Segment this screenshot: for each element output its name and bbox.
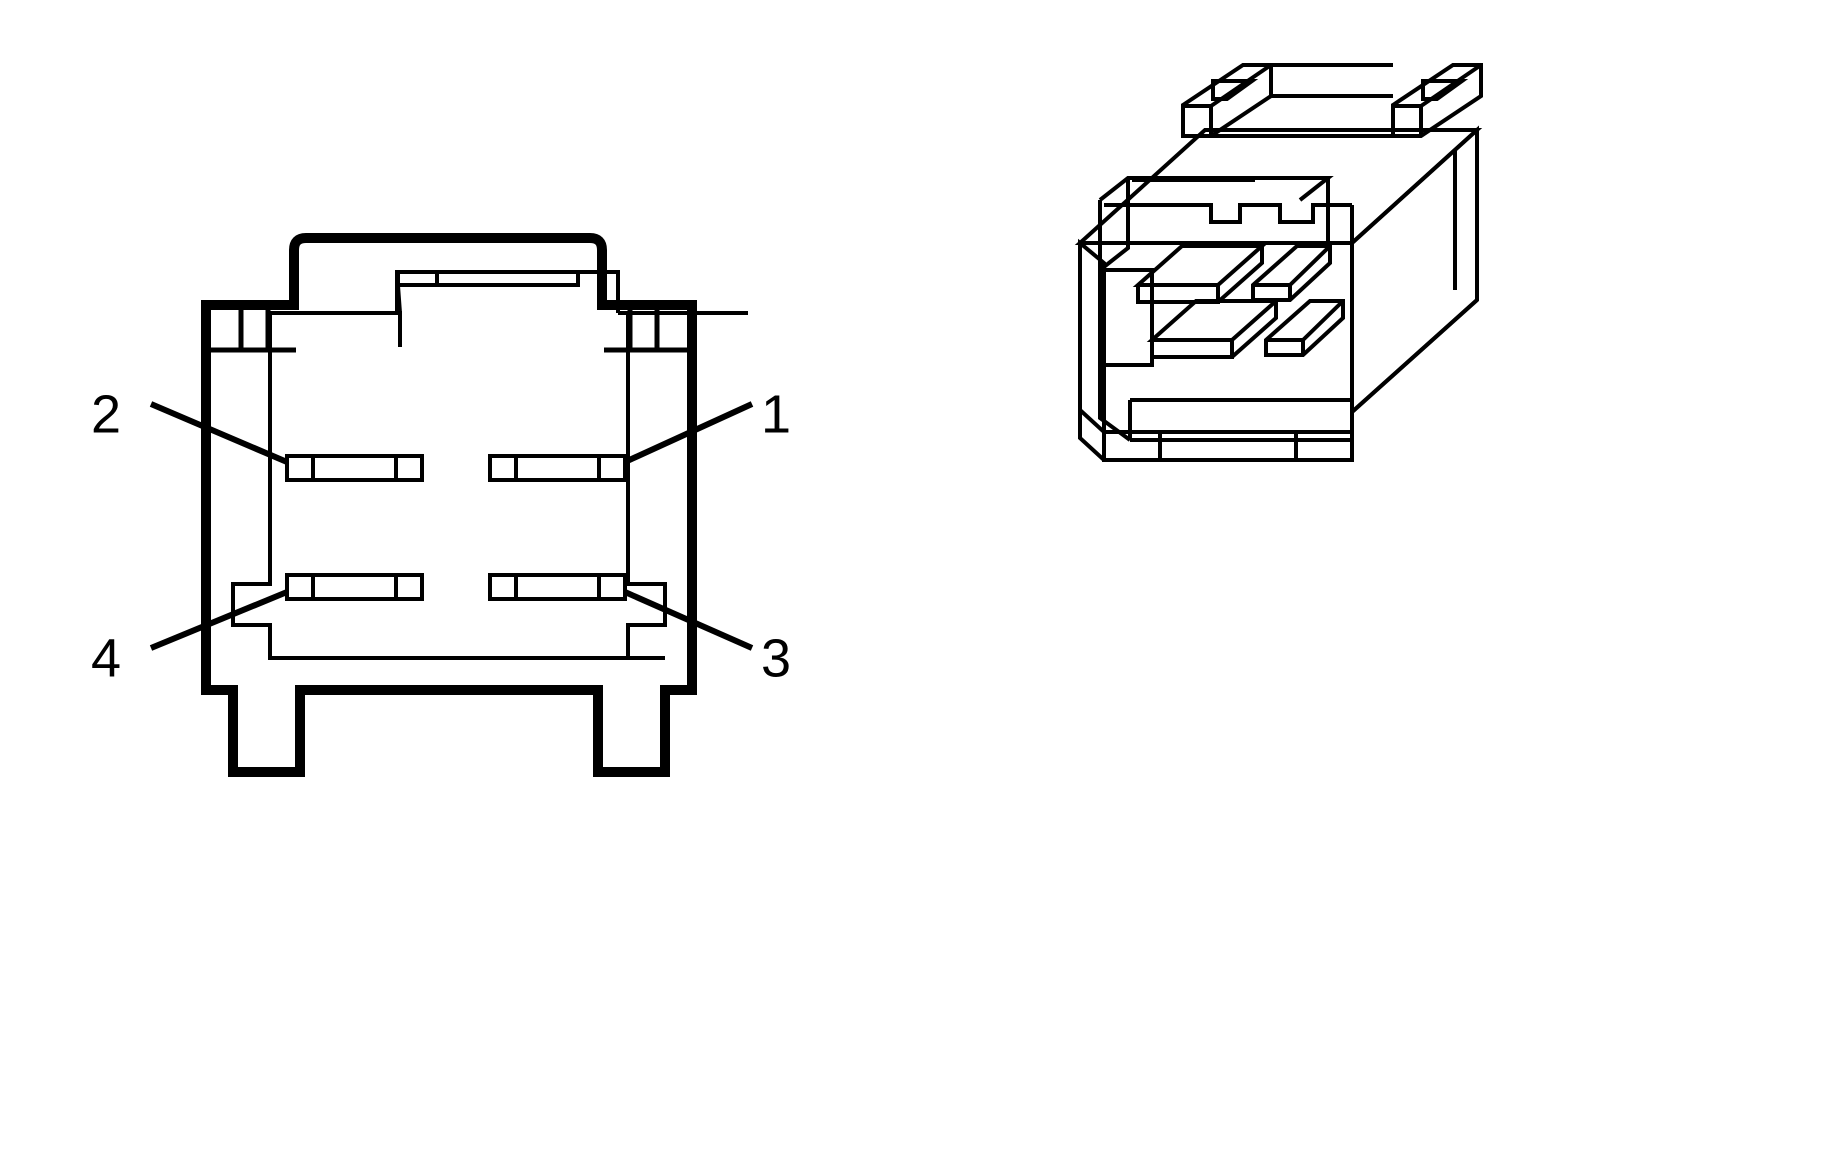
front-view — [201, 233, 748, 777]
pin-label-3: 3 — [761, 628, 791, 688]
iso-terminal-lower-right — [1264, 299, 1345, 357]
cavity-shelf-lower — [1100, 357, 1154, 367]
housing-outer-outline — [201, 233, 697, 777]
pin-label-4: 4 — [91, 628, 121, 688]
housing-right-skirt — [1350, 298, 1479, 414]
pin-number-labels: 2 1 4 3 — [91, 384, 791, 688]
leader-line-4 — [149, 589, 289, 651]
leader-line-1 — [623, 401, 754, 465]
iso-terminal-lower-left — [1146, 299, 1282, 359]
terminal-slot-4 — [285, 573, 424, 601]
cavity-right-border — [626, 313, 667, 658]
terminal-slot-2 — [285, 454, 424, 482]
iso-terminal-upper-left — [1132, 244, 1268, 304]
terminal-slot-3 — [488, 573, 627, 601]
terminal-slot-1 — [488, 454, 627, 482]
cavity-shelf-upper — [1100, 268, 1154, 340]
isometric-view — [1074, 63, 1483, 462]
pin-label-2: 2 — [91, 384, 121, 444]
leader-line-3 — [623, 589, 754, 651]
callout-leaders — [149, 401, 754, 651]
inner-cavity-rect — [395, 270, 620, 313]
latch-groove-right — [1421, 79, 1469, 101]
cavity-shelf-bottom — [1098, 365, 1132, 442]
cavity-opening-outer — [1104, 203, 1352, 224]
pin-label-1: 1 — [761, 384, 791, 444]
cavity-inner-left-wall — [1098, 178, 1130, 272]
latch-groove-left — [1211, 79, 1259, 101]
housing-bottom-left — [1078, 410, 1106, 462]
leader-line-2 — [149, 401, 289, 465]
